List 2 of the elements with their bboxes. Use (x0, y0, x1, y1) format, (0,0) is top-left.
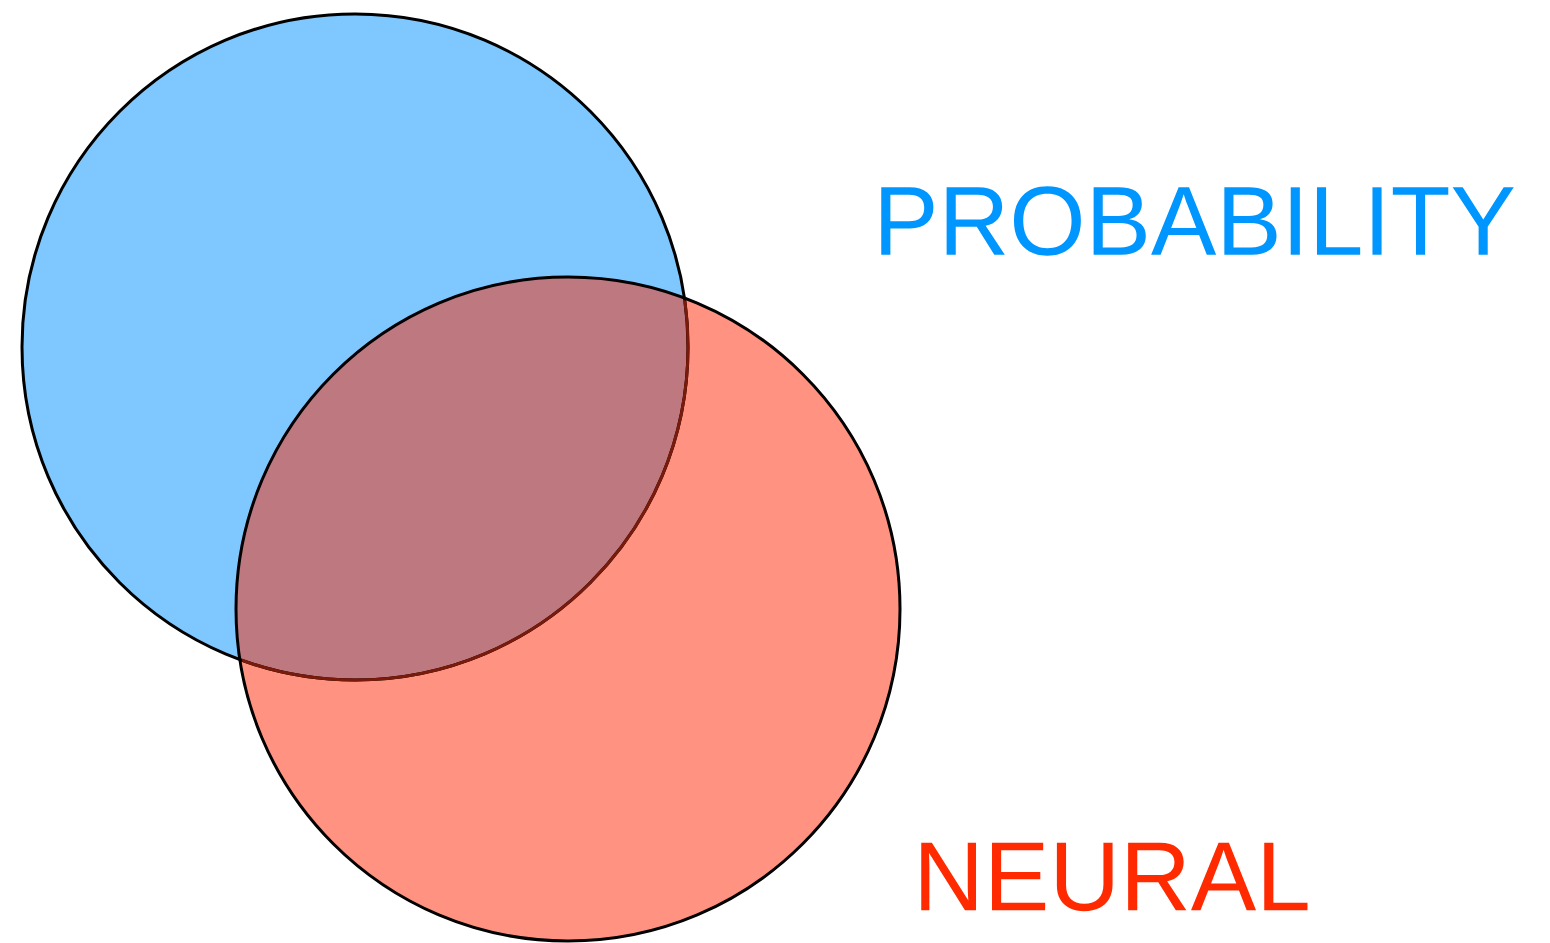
set-label: NEURAL (921, 842, 1308, 912)
set-label: PROBABILITY (881, 186, 1514, 256)
